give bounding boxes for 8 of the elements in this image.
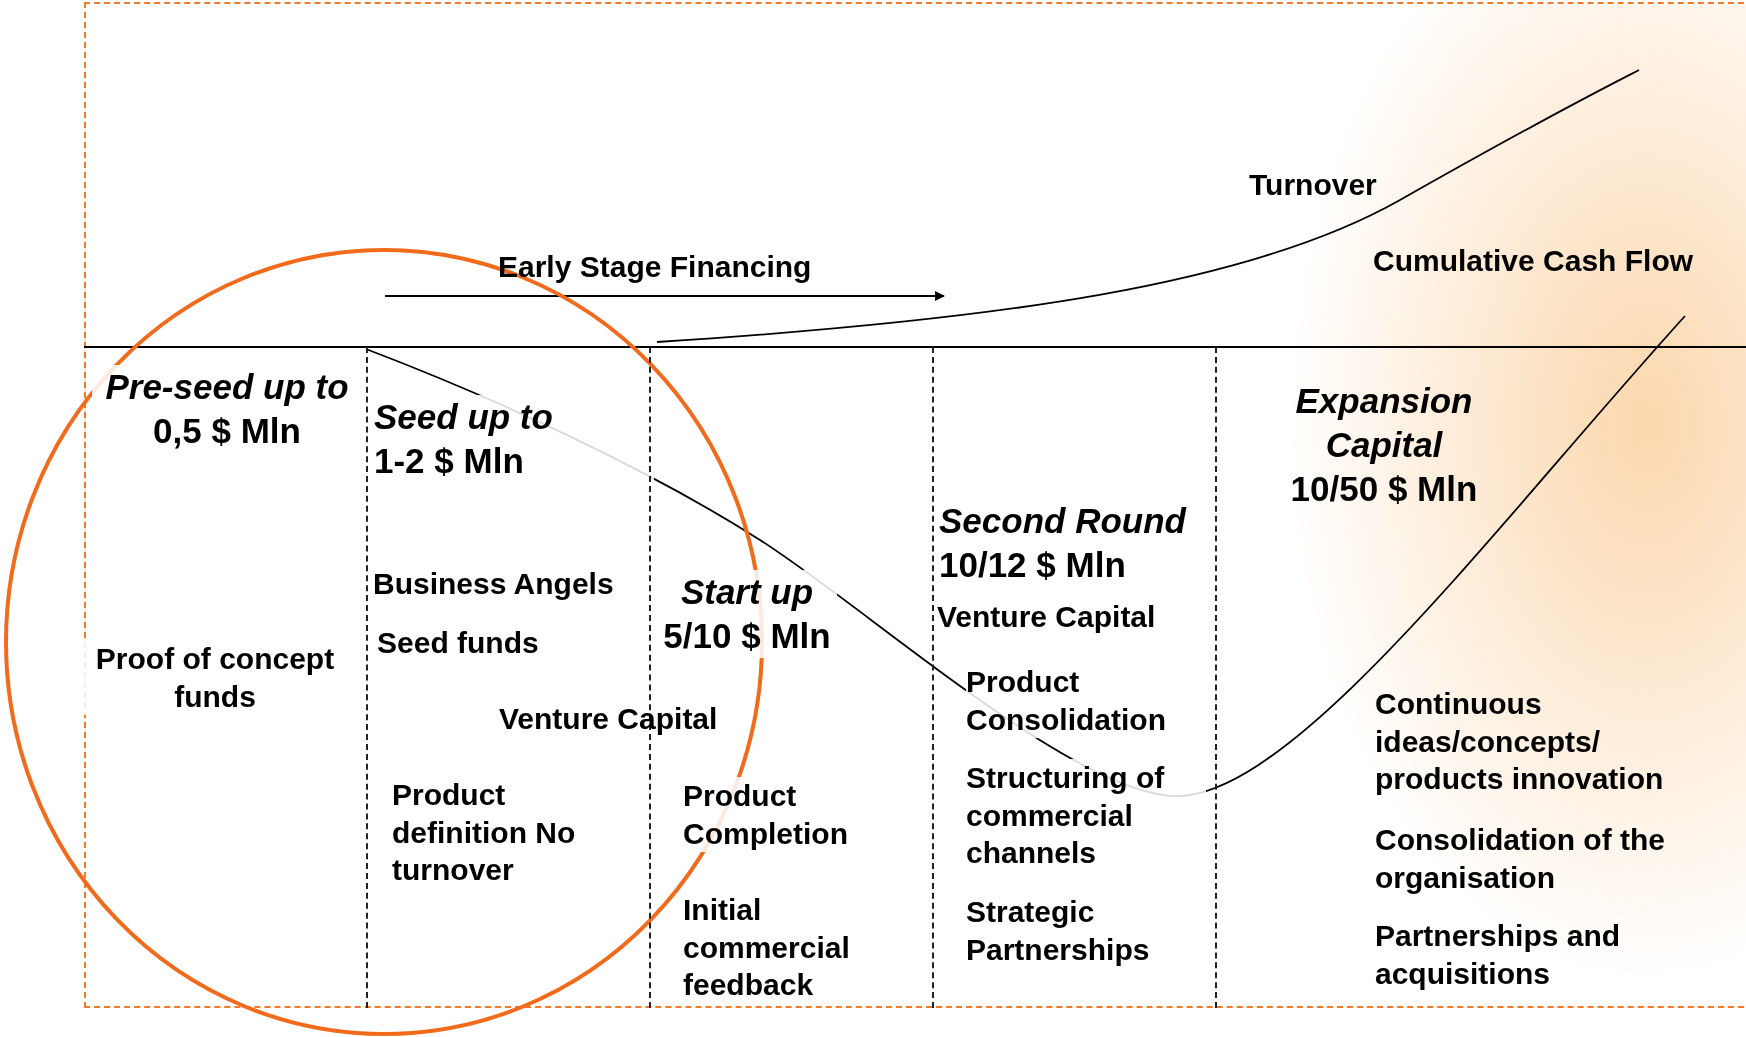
curve-label: Turnover [1249, 167, 1378, 203]
stage-text: Consolidation of the organisation [1375, 822, 1666, 896]
arrow-label: Early Stage Financing [498, 249, 813, 285]
curve-label: Cumulative Cash Flow [1373, 243, 1695, 279]
stage-text: Venture Capital [499, 701, 719, 737]
stage-heading: Expansion Capital 10/50 $ Mln [1289, 380, 1479, 510]
stage-text: Partnerships and acquisitions [1375, 918, 1622, 992]
stage-text: Continuous ideas/concepts/ products innovation [1375, 686, 1665, 797]
